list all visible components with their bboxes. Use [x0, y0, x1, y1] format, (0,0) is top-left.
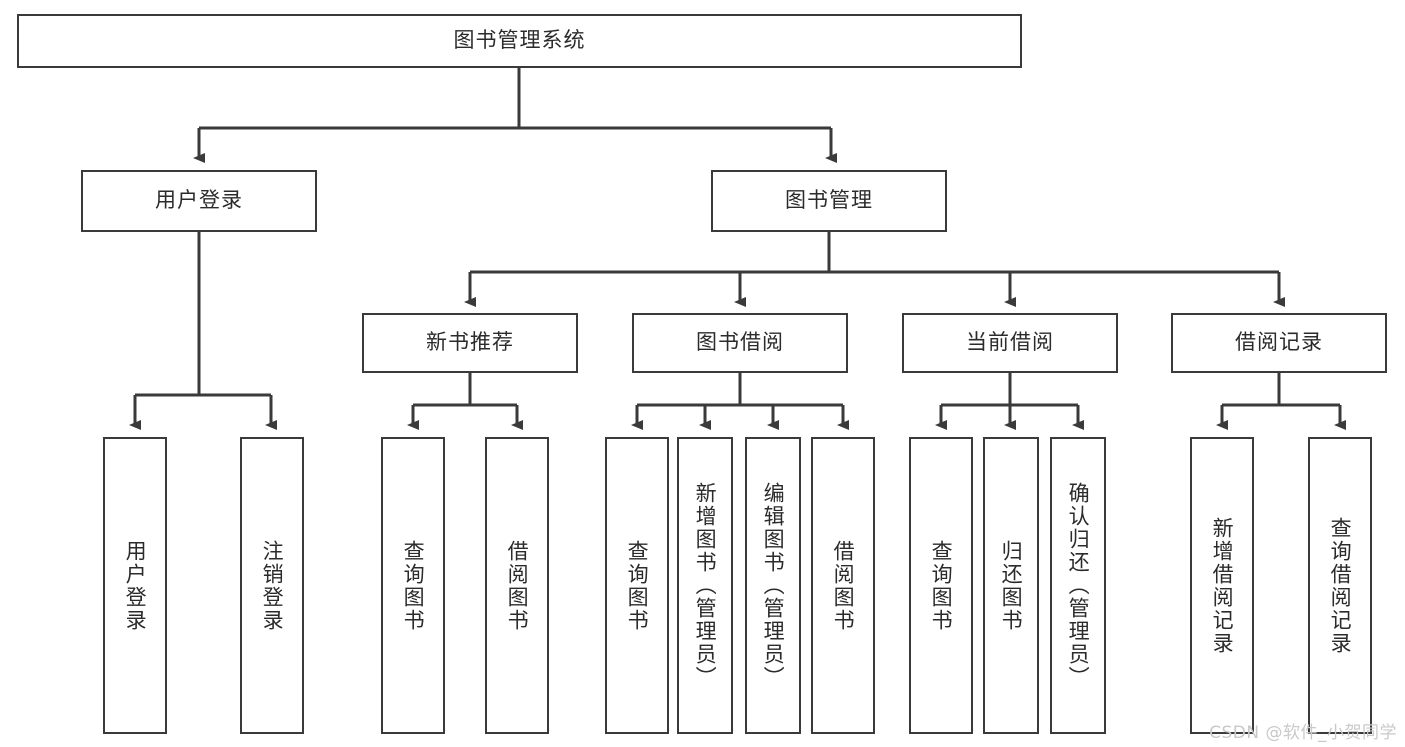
node-book-manage[interactable]: 图书管理	[711, 170, 947, 232]
node-label: 借阅图书	[831, 539, 856, 632]
node-label: 查询图书	[401, 539, 426, 632]
leaf-query-book-borrow[interactable]: 查询图书	[605, 437, 669, 734]
leaf-query-book-new-rec[interactable]: 查询图书	[381, 437, 445, 734]
node-label: 查询图书	[625, 539, 650, 632]
node-current-borrow[interactable]: 当前借阅	[902, 313, 1118, 373]
node-label: 查询图书	[929, 539, 954, 632]
leaf-query-book-current[interactable]: 查询图书	[909, 437, 973, 734]
node-label: 归还图书	[999, 539, 1024, 632]
node-label: 图书借阅	[696, 330, 784, 355]
node-new-book-rec[interactable]: 新书推荐	[362, 313, 578, 373]
leaf-add-borrow-record[interactable]: 新增借阅记录	[1190, 437, 1254, 734]
node-label: 图书管理	[785, 188, 873, 213]
node-label: 注销登录	[260, 539, 285, 632]
node-root-system[interactable]: 图书管理系统	[17, 14, 1022, 68]
node-user-login[interactable]: 用户登录	[81, 170, 317, 232]
node-label: 确认归还（管理员）	[1066, 482, 1091, 689]
node-label: 新增图书（管理员）	[693, 482, 718, 689]
leaf-add-book-admin[interactable]: 新增图书（管理员）	[677, 437, 733, 734]
leaf-borrow-book-borrow[interactable]: 借阅图书	[811, 437, 875, 734]
node-label: 用户登录	[155, 188, 243, 213]
node-label: 查询借阅记录	[1328, 516, 1353, 655]
leaf-confirm-return-admin[interactable]: 确认归还（管理员）	[1050, 437, 1106, 734]
node-label: 借阅记录	[1235, 330, 1323, 355]
leaf-borrow-book-new-rec[interactable]: 借阅图书	[485, 437, 549, 734]
leaf-edit-book-admin[interactable]: 编辑图书（管理员）	[745, 437, 801, 734]
node-label: 新增借阅记录	[1210, 516, 1235, 655]
node-label: 用户登录	[123, 539, 148, 632]
node-label: 借阅图书	[505, 539, 530, 632]
node-label: 图书管理系统	[453, 28, 586, 53]
node-label: 当前借阅	[966, 330, 1054, 355]
leaf-logout-login[interactable]: 注销登录	[240, 437, 304, 734]
node-borrow-record[interactable]: 借阅记录	[1171, 313, 1387, 373]
leaf-return-book[interactable]: 归还图书	[983, 437, 1039, 734]
node-label: 编辑图书（管理员）	[761, 482, 786, 689]
leaf-query-borrow-record[interactable]: 查询借阅记录	[1308, 437, 1372, 734]
node-book-borrow[interactable]: 图书借阅	[632, 313, 848, 373]
csdn-watermark: CSDN @软件_小贺同学	[1209, 723, 1397, 743]
leaf-user-login[interactable]: 用户登录	[103, 437, 167, 734]
node-label: 新书推荐	[426, 330, 514, 355]
